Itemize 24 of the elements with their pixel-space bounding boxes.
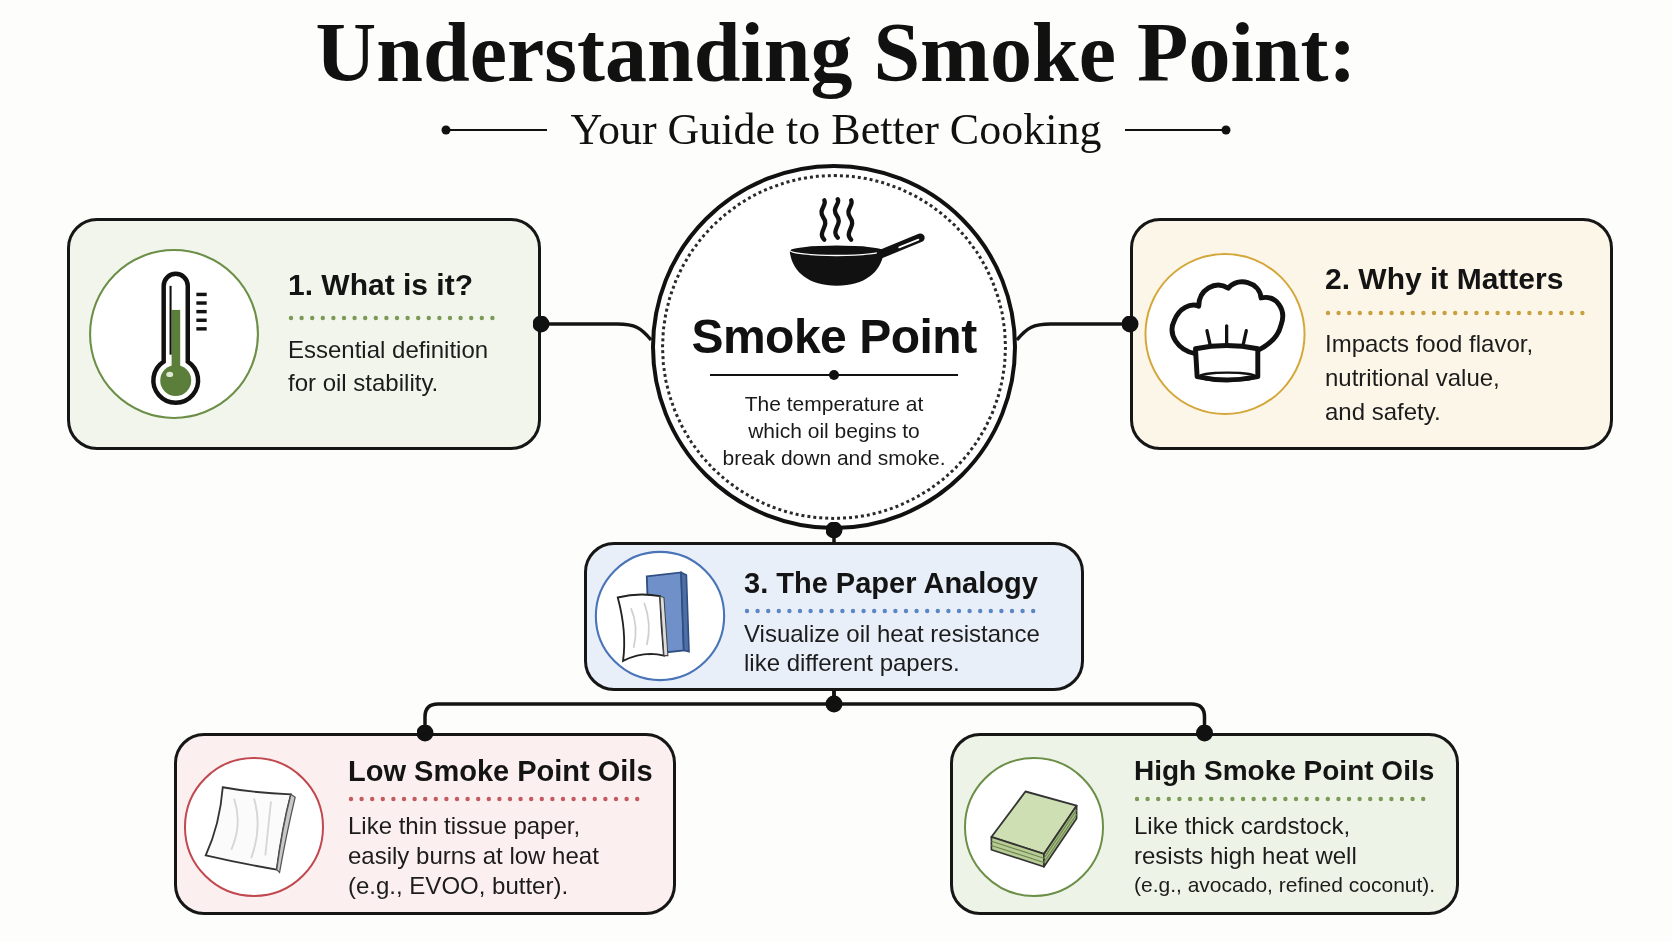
circle-description: The temperature at which oil begins to break down and smoke. [721,391,947,471]
card-heading: High Smoke Point Oils [1134,754,1435,788]
info-card [1130,218,1613,450]
card-heading: Low Smoke Point Oils [348,754,653,788]
info-card [584,542,1084,691]
card-description: Like thin tissue paper, easily burns at low heat (e.g., EVOO, butter). [348,811,600,901]
card-description: Essential definition for oil stability. [288,335,490,398]
connector [825,521,843,542]
card-description: Visualize oil heat resistance like different papers. [744,619,1041,677]
connector [532,315,653,342]
connector [832,691,1213,742]
card-description: Like thick cardstock, resists high heat well [1134,811,1358,871]
card-description: Impacts food flavor, nutritional value, and safety. [1325,329,1535,427]
circle-title: Smoke Point [691,309,977,365]
card-heading: 1. What is it? [288,267,473,303]
example-note: (e.g., avocado, refined coconut). [1134,872,1436,898]
card-heading: 3. The Paper Analogy [744,566,1038,600]
connector [1015,315,1139,342]
subtitle: Your Guide to Better Cooking [570,104,1102,156]
info-card [950,733,1459,915]
card-heading: 2. Why it Matters [1325,261,1564,297]
info-card [67,218,541,450]
page-title: Understanding Smoke Point: [315,5,1357,101]
info-card [174,733,676,915]
